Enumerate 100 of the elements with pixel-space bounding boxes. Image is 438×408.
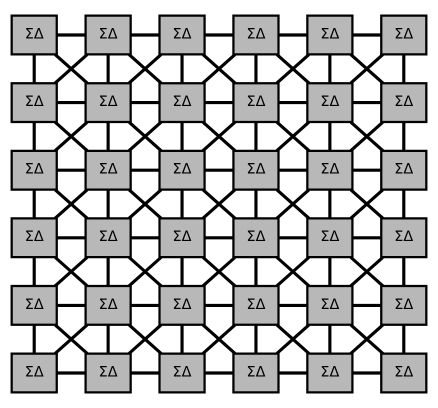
connector bbox=[402, 54, 406, 84]
connector bbox=[204, 101, 234, 104]
connector bbox=[202, 324, 236, 355]
node-box: ΣΔ bbox=[10, 82, 58, 124]
connector bbox=[32, 122, 36, 151]
node-box: ΣΔ bbox=[306, 14, 354, 56]
connector bbox=[180, 54, 184, 84]
connector bbox=[202, 53, 236, 84]
node-box: ΣΔ bbox=[10, 217, 58, 258]
node-box: ΣΔ bbox=[84, 352, 132, 394]
node-box: ΣΔ bbox=[232, 217, 280, 258]
connector bbox=[254, 257, 258, 286]
connector bbox=[278, 304, 308, 307]
connector bbox=[106, 257, 110, 286]
connector bbox=[352, 168, 382, 172]
node-box: ΣΔ bbox=[232, 150, 280, 191]
node-box: ΣΔ bbox=[158, 217, 206, 258]
connector bbox=[57, 236, 86, 240]
connector bbox=[204, 371, 234, 375]
node-box: ΣΔ bbox=[158, 150, 206, 191]
connector bbox=[204, 236, 234, 240]
node-box: ΣΔ bbox=[380, 82, 428, 124]
connector bbox=[352, 101, 382, 104]
connector bbox=[402, 190, 406, 218]
node-box: ΣΔ bbox=[232, 352, 280, 394]
connector bbox=[352, 33, 382, 37]
node-box: ΣΔ bbox=[10, 14, 58, 56]
connector bbox=[278, 168, 308, 172]
connector bbox=[57, 33, 86, 37]
connector bbox=[130, 371, 160, 375]
connector bbox=[180, 190, 184, 218]
connector bbox=[352, 236, 382, 240]
node-box: ΣΔ bbox=[10, 352, 58, 394]
node-box: ΣΔ bbox=[84, 82, 132, 124]
node-box: ΣΔ bbox=[306, 150, 354, 191]
connector bbox=[402, 324, 406, 354]
connector bbox=[32, 257, 36, 286]
connector bbox=[57, 371, 86, 375]
node-box: ΣΔ bbox=[306, 352, 354, 394]
connector bbox=[32, 54, 36, 84]
connector bbox=[278, 101, 308, 104]
node-box: ΣΔ bbox=[10, 284, 58, 326]
connector bbox=[180, 257, 184, 286]
node-box: ΣΔ bbox=[306, 82, 354, 124]
connector bbox=[32, 324, 36, 354]
node-box: ΣΔ bbox=[84, 284, 132, 326]
connector bbox=[130, 304, 160, 307]
node-box: ΣΔ bbox=[380, 150, 428, 191]
node-box: ΣΔ bbox=[158, 284, 206, 326]
node-box: ΣΔ bbox=[232, 82, 280, 124]
connector bbox=[106, 190, 110, 218]
node-box: ΣΔ bbox=[232, 14, 280, 56]
connector bbox=[202, 121, 236, 152]
connector bbox=[106, 54, 110, 84]
connector bbox=[254, 54, 258, 84]
connector bbox=[278, 371, 308, 375]
connector bbox=[202, 188, 236, 220]
node-box: ΣΔ bbox=[380, 14, 428, 56]
connector bbox=[130, 33, 160, 37]
connector bbox=[278, 236, 308, 240]
connector bbox=[402, 257, 406, 286]
connector bbox=[204, 168, 234, 172]
connector bbox=[57, 304, 86, 307]
connector bbox=[328, 122, 332, 151]
connector bbox=[57, 168, 86, 172]
connector bbox=[130, 236, 160, 240]
connector bbox=[204, 33, 234, 37]
node-box: ΣΔ bbox=[380, 284, 428, 326]
connector bbox=[32, 190, 36, 218]
node-box: ΣΔ bbox=[380, 217, 428, 258]
connector bbox=[204, 304, 234, 307]
connector bbox=[328, 257, 332, 286]
connector bbox=[328, 190, 332, 218]
node-box: ΣΔ bbox=[158, 14, 206, 56]
node-box: ΣΔ bbox=[84, 14, 132, 56]
connector bbox=[328, 324, 332, 354]
node-box: ΣΔ bbox=[84, 150, 132, 191]
node-box: ΣΔ bbox=[380, 352, 428, 394]
node-box: ΣΔ bbox=[232, 284, 280, 326]
connector bbox=[328, 54, 332, 84]
connector bbox=[130, 101, 160, 104]
connector bbox=[352, 304, 382, 307]
connector bbox=[180, 122, 184, 151]
connector bbox=[180, 324, 184, 354]
connector bbox=[254, 324, 258, 354]
node-box: ΣΔ bbox=[158, 352, 206, 394]
connector bbox=[57, 101, 86, 104]
node-box: ΣΔ bbox=[158, 82, 206, 124]
node-box: ΣΔ bbox=[10, 150, 58, 191]
node-box: ΣΔ bbox=[306, 217, 354, 258]
connector bbox=[352, 371, 382, 375]
node-box: ΣΔ bbox=[306, 284, 354, 326]
connector bbox=[106, 122, 110, 151]
connector bbox=[254, 190, 258, 218]
connector bbox=[254, 122, 258, 151]
connector bbox=[278, 33, 308, 37]
connector bbox=[106, 324, 110, 354]
connector bbox=[130, 168, 160, 172]
connector bbox=[402, 122, 406, 151]
node-box: ΣΔ bbox=[84, 217, 132, 258]
